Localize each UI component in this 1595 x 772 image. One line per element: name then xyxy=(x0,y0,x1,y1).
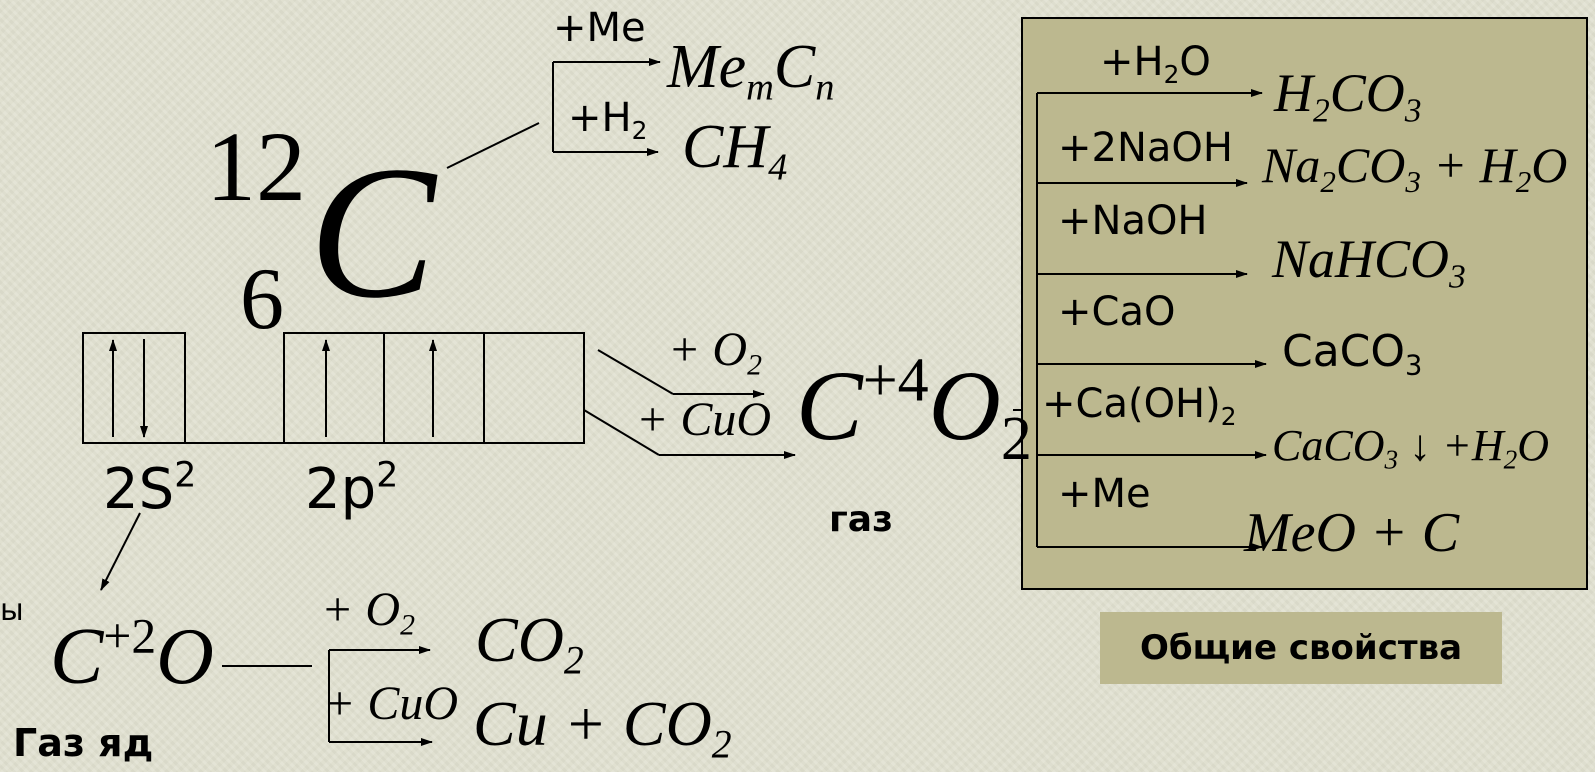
props-reagent-me: +Me xyxy=(1058,471,1151,517)
props-reagent-h2o: +H2O xyxy=(1100,39,1211,89)
props-product-h2co3: H2CO3 xyxy=(1274,63,1422,130)
props-product-nahco3: NaHCO3 xyxy=(1272,229,1466,296)
orbital-2s-label: 2S2 xyxy=(103,455,197,522)
orbital-2p-box-3 xyxy=(483,332,585,444)
carbon-dioxide-formula: C+4O2 xyxy=(796,346,1032,473)
props-reagent-cao: +CaO xyxy=(1058,289,1176,335)
reagent-cuo: + CuO xyxy=(636,393,772,446)
arrow-to-co xyxy=(100,512,141,591)
product-metal-carbide: MemCn xyxy=(667,33,835,109)
orbital-2p-label: 2p2 xyxy=(305,455,399,522)
general-properties-box xyxy=(1021,17,1588,590)
props-reagent-caoh2: +Ca(OH)2 xyxy=(1042,381,1237,431)
props-product-caco3: CaCO3 xyxy=(1282,326,1423,382)
reagent-me: +Me xyxy=(553,5,646,51)
carbon-symbol: C xyxy=(309,128,436,338)
co-reagent-o2: + O2 xyxy=(321,583,415,642)
co-product-co2: CO2 xyxy=(475,604,584,683)
general-properties-title: Общие свойства xyxy=(1100,612,1502,684)
co-reagent-cuo: + CuO xyxy=(323,677,459,730)
orbital-2s-box xyxy=(82,332,186,444)
reagent-h2: +H2 xyxy=(568,95,648,145)
product-methane: CH4 xyxy=(682,113,788,189)
partial-edge-text: ы xyxy=(0,593,24,628)
co2-state-label: газ xyxy=(829,499,894,540)
co-state-label: Газ яд xyxy=(13,721,154,765)
carbon-atomic-number: 6 xyxy=(240,251,284,348)
props-product-na2co3: Na2CO3 + H2O xyxy=(1262,137,1568,199)
carbon-mass-number: 12 xyxy=(206,111,306,222)
props-product-meo-c: MeO + C xyxy=(1244,502,1460,564)
props-product-caco3-precipitate: CaCO3 ↓ +H2O xyxy=(1272,421,1550,475)
props-reagent-2naoh: +2NaOH xyxy=(1058,125,1233,171)
reagent-o2: + O2 xyxy=(668,323,762,382)
props-reagent-naoh: +NaOH xyxy=(1058,198,1208,244)
carbon-monoxide-formula: C+2O xyxy=(50,608,214,701)
co-product-cu-co2: Cu + CO2 xyxy=(473,688,732,767)
